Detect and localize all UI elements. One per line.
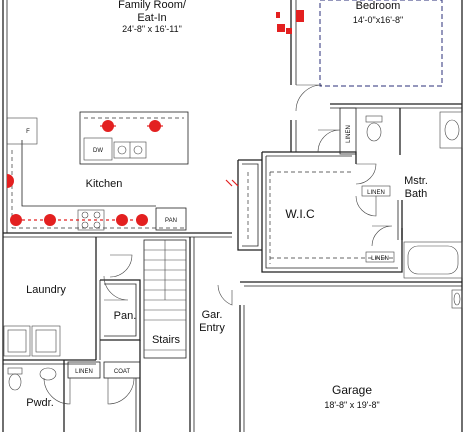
master-bath-label-line2: Bath [405, 188, 428, 200]
staircase [143, 239, 187, 359]
wic-shelving [247, 171, 396, 264]
light-fixture-icon [7, 174, 14, 188]
recessed-light-icon [136, 214, 148, 226]
sink-icon [439, 111, 463, 149]
garage-label: Garage [332, 383, 372, 397]
toilet-icon [365, 115, 383, 142]
toilet-icon [7, 367, 23, 391]
wic-linen-label: LINEN [371, 256, 389, 262]
pantry-label: Pan. [114, 310, 137, 322]
garage-dimensions: 18'-8" x 19'-8" [324, 400, 379, 410]
doors [43, 84, 393, 405]
recessed-light-icon [44, 214, 56, 226]
kitchen-counters [6, 112, 187, 233]
refrigerator-label: F [26, 129, 30, 135]
powder-room-label: Pwdr. [26, 397, 54, 409]
garage-entry-label: Gar. [202, 309, 223, 321]
garage-entry-label-line2: Entry [199, 322, 225, 334]
electrical-fixtures [7, 10, 304, 226]
vanity-icon [451, 289, 463, 309]
laundry-label: Laundry [26, 284, 66, 296]
bedroom-tray-ceiling [319, 0, 443, 87]
hall-linen-label: LINEN [75, 369, 93, 375]
pendant-light-icon [147, 120, 163, 132]
family-room-dimensions: 24'-8" x 16'-11" [122, 24, 182, 34]
stairs-label: Stairs [152, 334, 181, 346]
washer-dryer [3, 325, 61, 357]
family-room-label: Family Room/ [118, 0, 187, 11]
coat-closet-label: COAT [114, 369, 131, 375]
family-room-label-line2: Eat-In [137, 12, 166, 24]
kitchen-island [79, 111, 189, 165]
linen-closet-label: LINEN [346, 125, 352, 143]
kitchen-label: Kitchen [86, 178, 123, 190]
recessed-light-icon [116, 214, 128, 226]
bath-fixtures [7, 111, 463, 391]
wic-label: W.I.C [285, 207, 315, 221]
bath-linen-label: LINEN [367, 190, 385, 196]
sink-icon [39, 367, 57, 381]
bedroom-label: Bedroom [356, 0, 401, 12]
bedroom-dimensions: 14'-0"x16'-8" [353, 15, 403, 25]
pendant-light-icon [100, 120, 116, 132]
tub-icon [403, 241, 463, 279]
dishwasher-label: DW [93, 148, 103, 154]
outlet-icon [276, 10, 304, 34]
master-bath-label: Mstr. [404, 175, 428, 187]
kitchen-pantry-label: PAN [165, 218, 177, 224]
wall-switch-icon [225, 179, 239, 187]
